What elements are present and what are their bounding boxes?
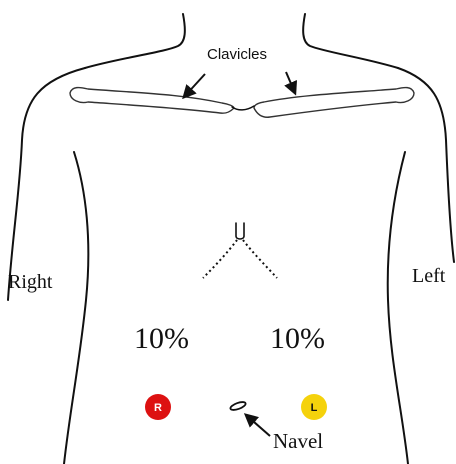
rib-margin-right (203, 240, 237, 278)
label-left: Left (412, 265, 446, 287)
navel (229, 400, 246, 411)
label-navel: Navel (273, 429, 323, 453)
xiphoid (236, 223, 244, 239)
clavicle-arrow-right (184, 74, 205, 97)
clavicle-left (254, 88, 414, 118)
torso-side-right (64, 152, 88, 464)
clavicle-right (70, 88, 234, 114)
neck-outline-right (85, 14, 185, 68)
label-percent-right: 10% (134, 322, 189, 355)
navel-arrow (246, 415, 270, 436)
marker-right-letter: R (154, 402, 162, 414)
label-clavicles: Clavicles (207, 46, 267, 63)
shoulder-outline-right (8, 68, 85, 300)
rib-margin-left (243, 240, 277, 278)
sternal-notch (232, 106, 254, 110)
torso-side-left (388, 152, 408, 464)
label-percent-left: 10% (270, 322, 325, 355)
label-right: Right (8, 271, 53, 293)
clavicle-arrow-left (286, 72, 295, 93)
marker-left-letter: L (311, 402, 318, 414)
neck-outline-left (303, 14, 398, 68)
